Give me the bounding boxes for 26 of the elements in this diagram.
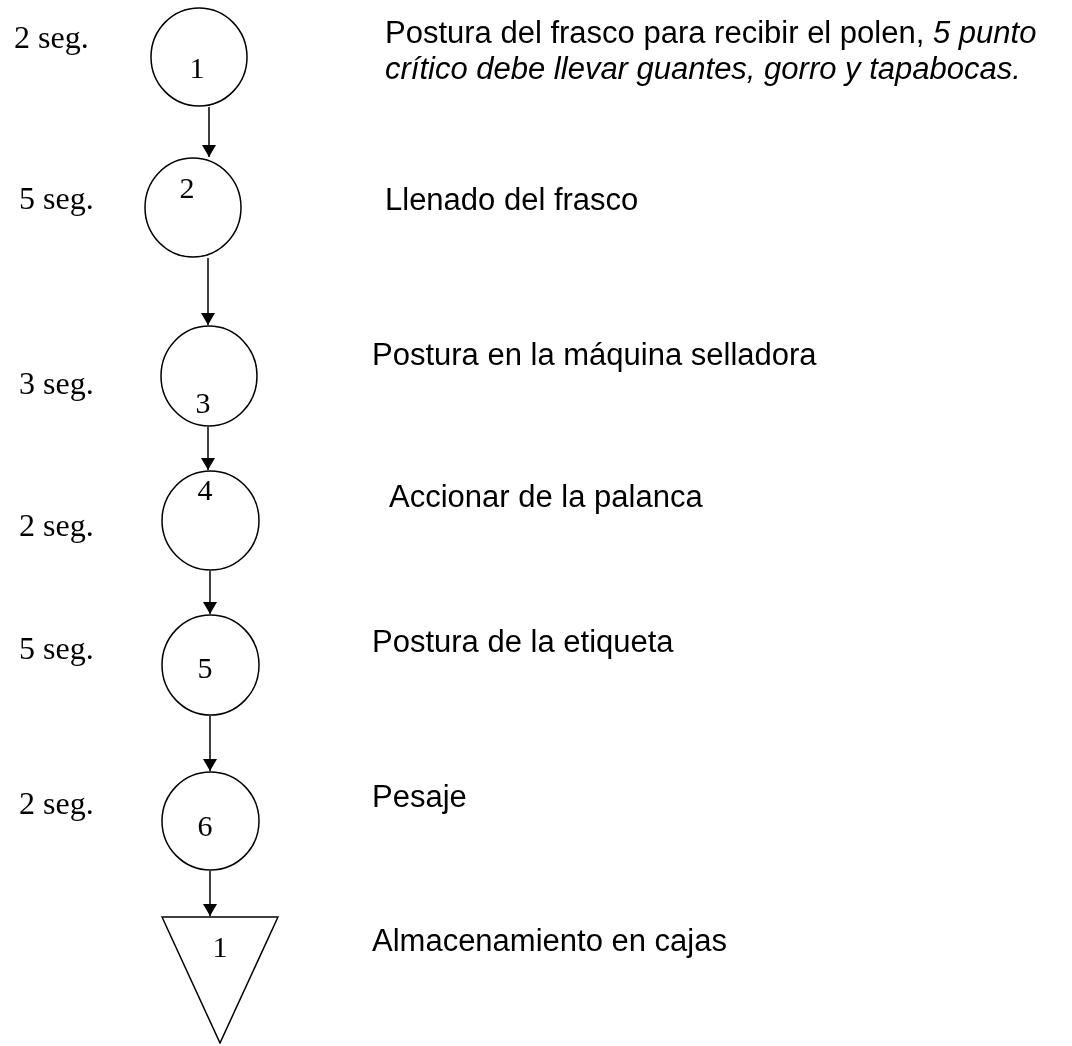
step-number: 6 [197,809,213,843]
step-description: Llenado del frasco [385,182,640,218]
step-number: 2 [179,171,195,205]
step-description: Accionar de la palanca [389,479,704,515]
step-description: Pesaje [372,779,468,815]
arrow [203,570,217,615]
arrow [203,715,217,772]
arrow [203,870,217,917]
step-number: 1 [212,930,228,964]
step-number: 5 [197,651,213,685]
step-description: Postura del frasco para recibir el polen, 5 punto crítico debe llevar guantes, gorro y tapabocas. [385,15,1038,87]
duration-label: 2 seg. [14,18,89,56]
step-description: Postura en la máquina selladora [372,337,818,373]
arrow [201,426,215,471]
arrow [202,106,216,158]
step-number: 3 [195,386,211,420]
step-number: 4 [197,473,213,507]
step-number: 1 [189,51,205,85]
duration-label: 3 seg. [19,364,94,402]
step-description: Almacenamiento en cajas [372,923,728,959]
duration-label: 2 seg. [19,784,94,822]
duration-label: 5 seg. [19,179,94,217]
duration-label: 2 seg. [19,506,94,544]
duration-label: 5 seg. [19,629,94,667]
step-description: Postura de la etiqueta [372,624,675,660]
arrow [201,257,215,326]
